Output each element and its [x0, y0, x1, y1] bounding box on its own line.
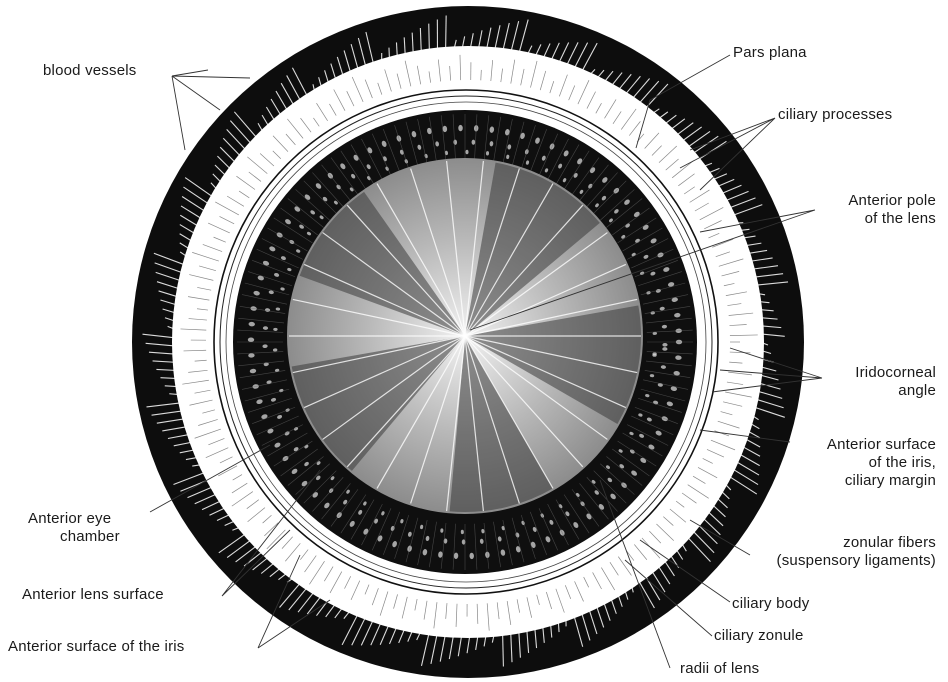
label-iridocorneal-angle: Iridocorneal angle [855, 364, 936, 400]
label-iris-margin-line3: ciliary margin [827, 472, 936, 490]
label-iris-ciliary-margin: Anterior surface of the iris, ciliary ma… [827, 436, 936, 490]
label-zonular-line2: (suspensory ligaments) [777, 552, 936, 570]
label-anterior-eye-chamber: Anterior eye chamber [28, 510, 120, 546]
label-iridocorneal-line2: angle [855, 382, 936, 400]
label-pars-plana: Pars plana [733, 44, 807, 62]
label-ciliary-processes: ciliary processes [778, 106, 892, 124]
label-zonular-line1: zonular fibers [777, 534, 936, 552]
label-anterior-pole-line1: Anterior pole [848, 192, 936, 210]
label-iris-margin-line2: of the iris, [827, 454, 936, 472]
label-anterior-pole-line2: of the lens [848, 210, 936, 228]
label-anterior-chamber-line2: chamber [28, 528, 120, 546]
label-radii-of-lens: radii of lens [680, 660, 759, 678]
label-ciliary-zonule: ciliary zonule [714, 627, 804, 645]
label-iridocorneal-line1: Iridocorneal [855, 364, 936, 382]
label-anterior-lens-surface: Anterior lens surface [22, 586, 164, 604]
label-iris-margin-line1: Anterior surface [827, 436, 936, 454]
label-anterior-chamber-line1: Anterior eye [28, 510, 120, 528]
label-zonular-fibers: zonular fibers (suspensory ligaments) [777, 534, 936, 570]
label-ciliary-body: ciliary body [732, 595, 809, 613]
label-blood-vessels: blood vessels [43, 62, 137, 80]
label-anterior-iris-surface: Anterior surface of the iris [8, 638, 185, 656]
label-anterior-pole: Anterior pole of the lens [848, 192, 936, 228]
